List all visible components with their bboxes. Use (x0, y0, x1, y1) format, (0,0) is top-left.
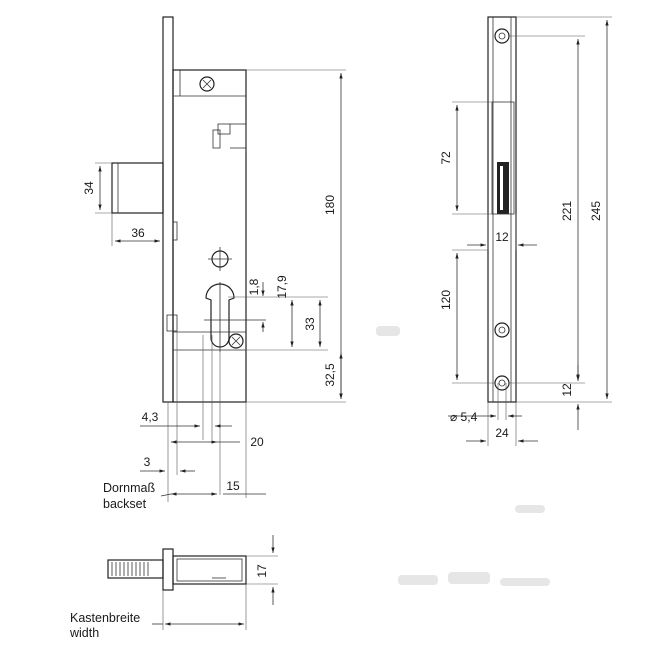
case-body-section (172, 555, 247, 585)
dim-180-label: 180 (323, 195, 337, 215)
mounting-hole-middle (494, 322, 510, 338)
dim-17-9-label: 17,9 (275, 275, 289, 299)
dim-24-label: 24 (495, 426, 509, 440)
backset-label-de: Dornmaß (103, 481, 155, 495)
dim-12-slot-label: 12 (495, 230, 509, 244)
upper-screw (199, 76, 215, 92)
faceplate (162, 16, 174, 403)
case-width-label-de: Kastenbreite (70, 611, 140, 625)
backset-label-en: backset (103, 497, 147, 511)
dim-32-5-label: 32,5 (323, 363, 337, 387)
deadbolt (111, 162, 164, 214)
faceplate-side (487, 16, 517, 403)
latch (166, 314, 178, 332)
dim-245-label: 245 (589, 201, 603, 221)
dim-120-label: 120 (439, 290, 453, 310)
lock-case (172, 69, 247, 403)
mounting-hole-top (494, 28, 510, 44)
dim-1-8-label: 1,8 (247, 278, 261, 295)
dim-221-label: 221 (560, 201, 574, 221)
front-view: 34 36 180 1,8 17,9 33 32,5 4,3 20 3 (82, 16, 346, 511)
dim-20-label: 20 (250, 435, 264, 449)
background-artifacts (376, 326, 550, 586)
dim-33-label: 33 (303, 317, 317, 331)
dim-34-label: 34 (82, 181, 96, 195)
dim-12-bottom-label: 12 (560, 383, 574, 397)
dim-72-label: 72 (439, 151, 453, 165)
dim-hole-label: ⌀ 5,4 (450, 410, 478, 424)
bottom-view: 17 Kastenbreite width (69, 535, 278, 640)
cylinder-screw (228, 333, 244, 349)
case-width-label-en: width (69, 626, 99, 640)
dim-17-label: 17 (255, 564, 269, 578)
dim-3-label: 3 (144, 455, 151, 469)
dim-36-label: 36 (131, 226, 145, 240)
mounting-hole-bottom (494, 375, 510, 391)
dim-15-label: 15 (226, 479, 240, 493)
dim-4-3-label: 4,3 (142, 410, 159, 424)
cylinder-cutout (204, 282, 266, 352)
side-view: 72 12 120 221 245 12 ⌀ 5,4 (439, 16, 612, 446)
